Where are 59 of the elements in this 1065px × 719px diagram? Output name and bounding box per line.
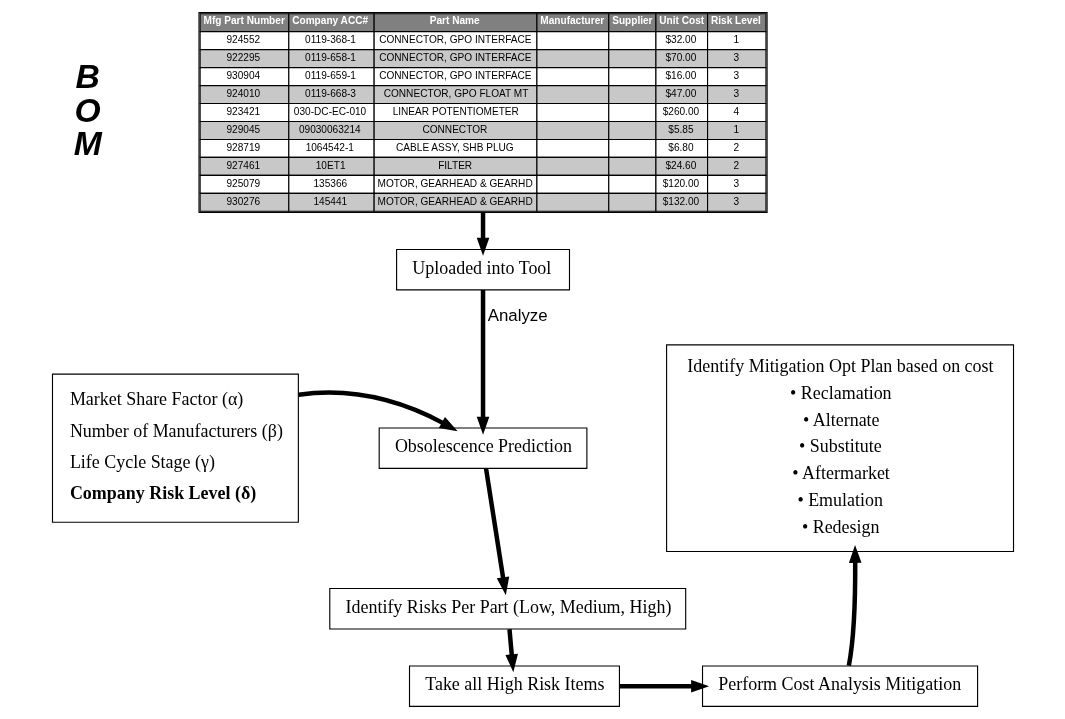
label: 3 [732,88,739,100]
label: $32.00 [664,34,696,46]
label: 923421 [226,105,260,117]
label: CONNECTOR, GPO FLOAT MT [383,88,528,100]
label: 929045 [226,123,260,135]
label: 930904 [226,70,260,82]
label: Mfg Part Number [202,15,285,27]
label: Manufacturer [539,15,604,27]
label: 1064542-1 [305,141,354,153]
label: MOTOR, GEARHEAD & GEARHD [377,177,533,189]
label: FILTER [437,159,472,171]
label: 030-DC-EC-010 [293,105,366,117]
label: 930276 [226,195,260,207]
label: 135366 [313,177,347,189]
label: $6.80 [667,141,694,153]
label: 0119-659-1 [304,70,356,82]
label: 924552 [226,34,260,46]
label: 0119-368-1 [304,34,356,46]
label: 10ET1 [315,159,346,171]
label: CONNECTOR [421,123,487,135]
label: 3 [732,70,739,82]
label: CONNECTOR, GPO INTERFACE [378,52,532,64]
label: 3 [732,177,739,189]
label: 0119-658-1 [304,52,356,64]
label: $16.00 [664,70,696,82]
label: BOM [73,57,102,163]
label: LINEAR POTENTIOMETER [392,105,519,117]
label: $132.00 [662,195,699,207]
label: 1 [732,34,739,46]
label: 2 [732,141,739,153]
label: 3 [732,52,739,64]
label: 927461 [226,159,260,171]
label: $260.00 [662,105,699,117]
label: $70.00 [664,52,696,64]
label: $120.00 [662,177,699,189]
label: CONNECTOR, GPO INTERFACE [378,34,532,46]
label: $5.85 [667,123,694,135]
label: 1 [732,123,739,135]
label: 3 [732,195,739,207]
label: 924010 [226,88,260,100]
label: 928719 [226,141,260,153]
label: Risk Level [710,15,761,27]
label: 925079 [226,177,260,189]
label: Unit Cost [658,15,704,27]
label: MOTOR, GEARHEAD & GEARHD [377,195,533,207]
label: 4 [732,105,739,117]
label: Company ACC# [291,15,368,27]
label: 09030063214 [298,123,361,135]
label: 145441 [313,195,347,207]
label: Part Name [429,15,480,27]
label: 2 [732,159,739,171]
label: 922295 [226,52,260,64]
label: CONNECTOR, GPO INTERFACE [378,70,532,82]
label: $24.60 [664,159,696,171]
label: CABLE ASSY, SHB PLUG [395,141,514,153]
label: Supplier [611,15,653,27]
label: 0119-668-3 [304,88,356,100]
edge-label: Analyze [487,306,548,326]
label: $47.00 [664,88,696,100]
